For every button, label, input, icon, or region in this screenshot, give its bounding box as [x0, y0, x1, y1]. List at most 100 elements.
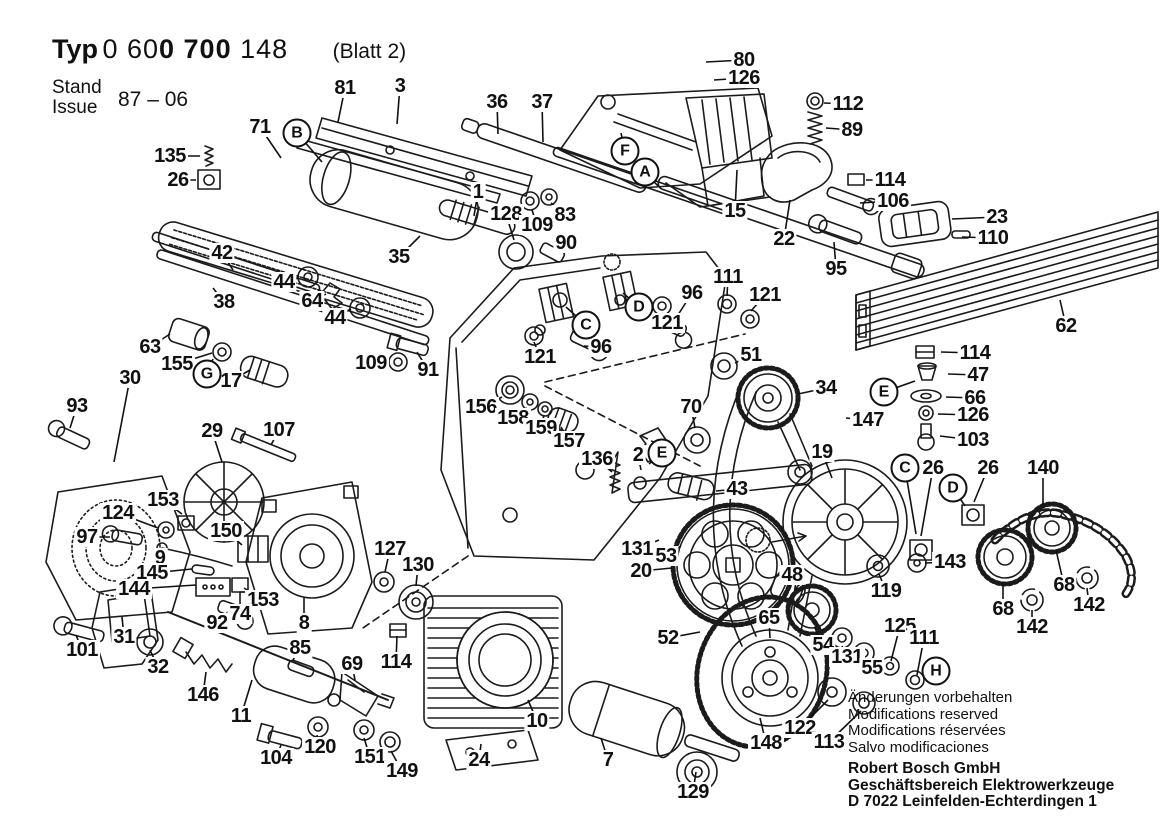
part-number-7: 7: [600, 749, 616, 771]
part-number-143: 143: [932, 551, 968, 573]
revision-block: Stand Issue: [52, 78, 102, 118]
assembly-letter-F: F: [610, 136, 640, 166]
part-number-97: 97: [74, 526, 100, 548]
part-number-112: 112: [830, 93, 866, 115]
sheet-label: (Blatt 2): [332, 40, 407, 63]
rails-drawing: [296, 117, 533, 241]
type-number-segment: 0 700: [159, 34, 232, 64]
bracket-assembly-drawing: [559, 87, 971, 248]
part-number-114: 114: [872, 169, 908, 191]
part-number-11: 11: [228, 705, 254, 727]
part-number-36: 36: [484, 91, 510, 113]
part-number-35: 35: [386, 246, 412, 268]
part-number-121: 121: [747, 284, 783, 306]
part-number-91: 91: [415, 359, 441, 381]
part-number-81: 81: [332, 77, 358, 99]
assembly-letter-A: A: [630, 157, 660, 187]
spring-135-drawing: [197, 145, 221, 190]
leader-line: [113, 377, 131, 463]
assembly-letter-C: C: [571, 310, 601, 340]
part-number-92: 92: [204, 612, 230, 634]
part-number-68: 68: [1051, 574, 1077, 596]
part-number-113: 113: [811, 731, 847, 753]
part-number-53: 53: [653, 545, 679, 567]
part-number-145: 145: [134, 562, 170, 584]
assembly-letter-H: H: [921, 656, 951, 686]
type-label: Typ: [52, 34, 98, 64]
part-number-114: 114: [378, 651, 414, 673]
leader-line: [920, 467, 934, 537]
part-number-8: 8: [296, 612, 312, 634]
part-number-101: 101: [64, 639, 100, 661]
part-number-52: 52: [655, 627, 681, 649]
issue-label: Issue: [52, 97, 98, 118]
part-number-142: 142: [1071, 594, 1107, 616]
part-number-136: 136: [579, 448, 615, 470]
rods-drawing: [151, 231, 430, 388]
part-number-103: 103: [955, 429, 991, 451]
part-number-121: 121: [649, 312, 685, 334]
part-number-147: 147: [850, 409, 886, 431]
part-number-111: 111: [711, 266, 745, 288]
part-number-146: 146: [185, 684, 221, 706]
part-number-129: 129: [675, 781, 711, 803]
part-number-114: 114: [957, 342, 993, 364]
part-number-38: 38: [211, 291, 237, 313]
footer-company-line: Geschäftsbereich Elektrowerkzeuge: [848, 776, 1115, 794]
part-number-157: 157: [551, 430, 587, 452]
part-number-1: 1: [470, 181, 486, 203]
footer-note-line: Modifications réservées: [848, 722, 1006, 739]
part-number-93: 93: [64, 395, 90, 417]
part-number-126: 126: [955, 404, 991, 426]
part-number-20: 20: [628, 560, 654, 582]
part-number-151: 151: [352, 746, 388, 768]
part-number-23: 23: [984, 206, 1010, 228]
part-number-89: 89: [839, 119, 865, 141]
part-number-17: 17: [218, 370, 244, 392]
chain-drive-drawing: [866, 501, 1136, 612]
part-number-80: 80: [731, 49, 757, 71]
fastener-column-drawing: [910, 345, 942, 451]
part-number-30: 30: [117, 367, 143, 389]
part-number-148: 148: [748, 732, 784, 754]
part-number-149: 149: [384, 760, 420, 782]
part-number-126: 126: [726, 67, 762, 89]
footer-note-line: Änderungen vorbehalten: [848, 689, 1013, 706]
part-number-29: 29: [199, 420, 225, 442]
footer-company-line: Robert Bosch GmbH: [848, 760, 1001, 777]
part-number-37: 37: [529, 91, 555, 113]
part-number-15: 15: [722, 200, 748, 222]
part-number-22: 22: [771, 228, 797, 250]
part-number-64: 64: [299, 290, 325, 312]
part-number-65: 65: [756, 607, 782, 629]
part-number-69: 69: [339, 653, 365, 675]
part-number-71: 71: [247, 116, 273, 138]
part-number-55: 55: [859, 657, 885, 679]
part-number-32: 32: [145, 656, 171, 678]
part-number-42: 42: [209, 242, 235, 264]
part-number-109: 109: [519, 214, 555, 236]
stand-label: Stand: [52, 77, 102, 98]
pulley-34-drawing: [712, 365, 813, 647]
pulley-65-drawing: [694, 594, 876, 750]
part-number-106: 106: [875, 190, 911, 212]
part-number-120: 120: [302, 736, 338, 758]
part-number-3: 3: [392, 75, 408, 97]
part-number-26: 26: [975, 457, 1001, 479]
part-number-62: 62: [1053, 315, 1079, 337]
part-number-74: 74: [227, 603, 253, 625]
part-number-44: 44: [322, 307, 348, 329]
assembly-letter-E: E: [869, 377, 899, 407]
part-number-127: 127: [372, 538, 408, 560]
part-number-156: 156: [463, 396, 499, 418]
part-number-10: 10: [524, 710, 550, 732]
part-number-109: 109: [353, 352, 389, 374]
type-number-segment: 148: [231, 34, 289, 64]
stator-drawing: [423, 595, 563, 771]
part-number-51: 51: [738, 344, 764, 366]
part-number-128: 128: [488, 203, 524, 225]
part-number-24: 24: [466, 749, 492, 771]
issue-value: 87 – 06: [118, 88, 189, 111]
